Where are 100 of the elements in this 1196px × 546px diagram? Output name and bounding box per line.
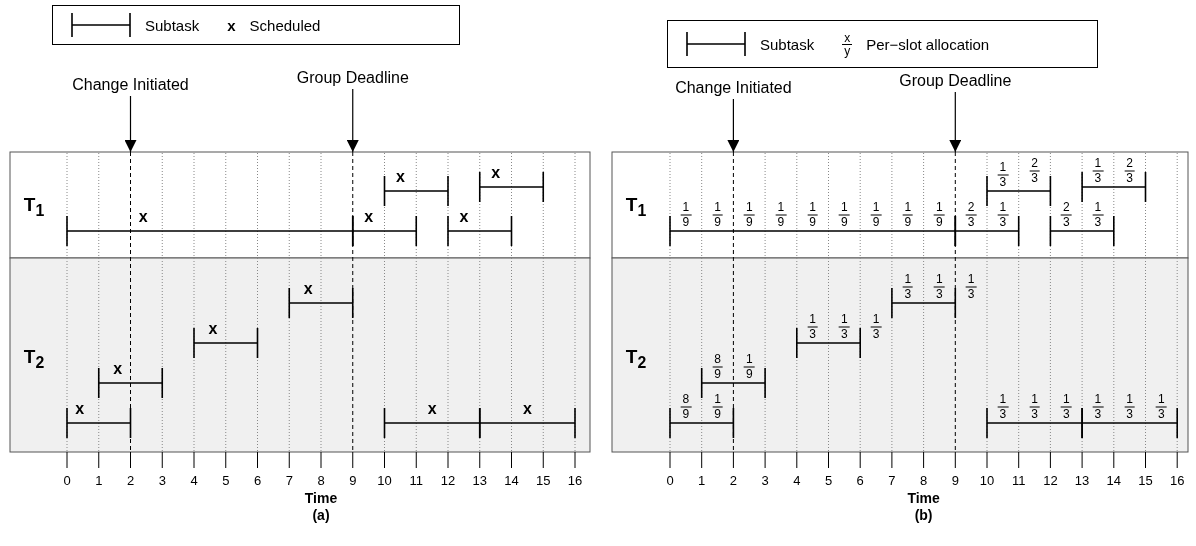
fraction-numerator: 2 — [1061, 201, 1071, 213]
fraction-denominator: 9 — [807, 214, 818, 228]
fraction-denominator: 3 — [1092, 170, 1104, 184]
fraction-denominator: 9 — [680, 214, 692, 228]
fraction-numerator: 1 — [935, 273, 944, 285]
scheduled-mark: x — [395, 169, 405, 185]
fraction-numerator: 1 — [903, 273, 913, 285]
fraction-denominator: 3 — [997, 174, 1009, 188]
fraction-numerator: 1 — [966, 273, 976, 285]
fraction-numerator: 2 — [1030, 157, 1039, 169]
fraction-numerator: 1 — [776, 201, 786, 213]
fraction-numerator: 1 — [998, 201, 1008, 213]
fraction-denominator: 9 — [712, 406, 723, 420]
event-label: Group Deadline — [296, 70, 409, 86]
fraction-numerator: 1 — [808, 313, 817, 325]
fraction-denominator: 3 — [1092, 406, 1104, 420]
fraction-numerator: 1 — [808, 201, 817, 213]
fraction-numerator: 8 — [713, 353, 722, 365]
fraction-numerator: 1 — [840, 313, 849, 325]
fraction-denominator: 9 — [680, 406, 692, 420]
tick-label: 11 — [1011, 473, 1026, 487]
arrow — [727, 98, 740, 153]
fraction-numerator: 1 — [1093, 393, 1103, 405]
legend-symbol: x — [227, 16, 236, 34]
fraction-numerator: 1 — [1093, 201, 1103, 213]
tick-label: 5 — [824, 473, 833, 487]
fraction-numerator: 1 — [871, 201, 881, 213]
arrow — [949, 91, 962, 153]
tick-label: 6 — [253, 473, 262, 487]
fraction-denominator: 3 — [1060, 406, 1072, 420]
legend-text: Subtask — [760, 35, 815, 53]
tick-label: 7 — [888, 473, 896, 487]
fraction-denominator: 3 — [934, 286, 945, 300]
tick-label: 14 — [1106, 473, 1122, 487]
tick-label: 0 — [666, 473, 674, 487]
tick-label: 2 — [729, 473, 737, 487]
tick-label: 3 — [158, 473, 166, 487]
fraction-numerator: 2 — [1125, 157, 1134, 169]
fraction-denominator: 9 — [870, 214, 882, 228]
dashed-marker-line — [352, 151, 354, 453]
tick-label: 7 — [285, 473, 293, 487]
task-label: T$_{2}$ — [23, 347, 45, 371]
fraction-denominator: 3 — [807, 326, 818, 340]
tick-label: 2 — [126, 473, 135, 487]
fraction-denominator: 9 — [775, 214, 787, 228]
dashed-marker-line — [130, 151, 131, 453]
task-label: T$_{1}$ — [23, 195, 45, 219]
scheduled-mark: x — [75, 401, 85, 417]
tick-label: 9 — [951, 473, 959, 487]
tick-label: 13 — [1074, 473, 1090, 487]
fraction-denominator: 9 — [902, 214, 914, 228]
scheduled-mark: x — [522, 401, 532, 417]
fraction-numerator: 1 — [998, 161, 1008, 173]
fraction-denominator: 3 — [965, 214, 977, 228]
fraction-numerator: 1 — [903, 201, 913, 213]
tick-label: 16 — [1169, 473, 1185, 487]
scheduled-mark: x — [427, 401, 437, 417]
fraction-numerator: 1 — [744, 201, 754, 213]
fraction-numerator: 1 — [713, 393, 722, 405]
fraction-denominator: 3 — [902, 286, 914, 300]
fraction-denominator: 3 — [1156, 406, 1167, 420]
legend-text: Scheduled — [249, 16, 321, 34]
fraction-denominator: 3 — [997, 406, 1009, 420]
legend-text: Subtask — [145, 16, 200, 34]
fraction-numerator: 1 — [871, 313, 881, 325]
tick-label: 1 — [95, 473, 103, 487]
task-label: T$_{2}$ — [625, 347, 647, 371]
tick-label: 6 — [856, 473, 864, 487]
arrow — [346, 88, 359, 153]
legend-text: Per−slot allocation — [866, 35, 990, 53]
fraction-numerator: 1 — [744, 353, 754, 365]
scheduled-mark: x — [459, 209, 469, 225]
fraction-denominator: 9 — [712, 214, 723, 228]
fraction-numerator: 1 — [1030, 393, 1039, 405]
fraction-numerator: 8 — [681, 393, 691, 405]
fraction-denominator: 9 — [743, 214, 755, 228]
fraction-numerator: 1 — [1157, 393, 1166, 405]
fraction-numerator: 1 — [1093, 157, 1103, 169]
fraction-numerator: 1 — [713, 201, 722, 213]
tick-label: 12 — [440, 473, 456, 487]
tick-label: 4 — [190, 473, 198, 487]
tick-label: 8 — [920, 473, 928, 487]
tick-label: 10 — [979, 473, 995, 487]
scheduled-mark: x — [208, 321, 218, 337]
event-label: Group Deadline — [899, 73, 1012, 89]
fraction-numerator: 1 — [1061, 393, 1071, 405]
fraction-denominator: y — [842, 43, 853, 57]
scheduled-mark: x — [491, 165, 501, 181]
tick-label: 9 — [349, 473, 357, 487]
fraction-denominator: 3 — [1124, 406, 1135, 420]
tick-label: 14 — [504, 473, 519, 487]
fraction-denominator: 9 — [839, 214, 850, 228]
tick-label: 3 — [761, 473, 769, 487]
axis-title: Time — [907, 491, 940, 505]
tick-label: 16 — [567, 473, 583, 487]
fraction-denominator: 9 — [712, 366, 723, 380]
panel-caption: (a) — [312, 508, 330, 522]
fraction-denominator: 3 — [1124, 170, 1135, 184]
arrow — [124, 95, 137, 153]
fraction-denominator: 9 — [934, 214, 945, 228]
